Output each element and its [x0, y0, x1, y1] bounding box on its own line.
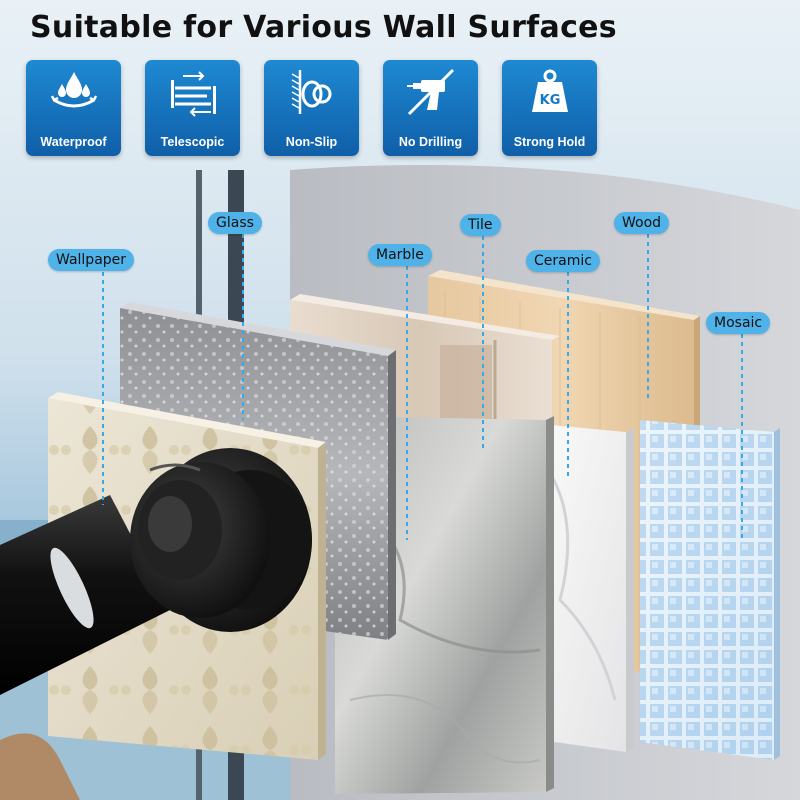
non-slip-icon	[291, 70, 332, 114]
callout-lines	[102, 234, 743, 540]
curtain-rod	[0, 448, 312, 695]
label-wood: Wood	[614, 212, 670, 234]
feature-label: Telescopic	[160, 135, 225, 149]
feature-label: No Drilling	[398, 135, 463, 149]
feature-badges: Waterproof Telescopic Non-Slip	[26, 60, 606, 156]
label-wallpaper: Wallpaper	[48, 249, 135, 271]
feature-no-drilling: No Drilling	[383, 60, 478, 156]
label-marble: Marble	[368, 244, 432, 266]
mosaic-panel	[640, 420, 780, 760]
curtain-fabric	[0, 733, 80, 800]
feature-label: Strong Hold	[513, 135, 586, 149]
label-glass: Glass	[208, 212, 262, 234]
waterproof-icon	[50, 72, 98, 108]
weight-icon-text: KG	[540, 93, 561, 108]
ceramic-panel	[540, 424, 634, 752]
feature-label: Non-Slip	[285, 135, 338, 149]
label-ceramic: Ceramic	[526, 250, 600, 272]
telescopic-icon	[171, 71, 216, 117]
weight-icon: KG	[532, 69, 568, 112]
feature-non-slip: Non-Slip	[264, 60, 359, 156]
feature-label: Waterproof	[40, 135, 107, 149]
feature-strong-hold: KG Strong Hold	[502, 60, 597, 156]
label-mosaic: Mosaic	[706, 312, 771, 334]
feature-waterproof: Waterproof	[26, 60, 121, 156]
label-tile: Tile	[460, 214, 501, 236]
no-drilling-icon	[407, 68, 455, 116]
page-title: Suitable for Various Wall Surfaces	[30, 10, 617, 45]
feature-telescopic: Telescopic	[145, 60, 240, 156]
